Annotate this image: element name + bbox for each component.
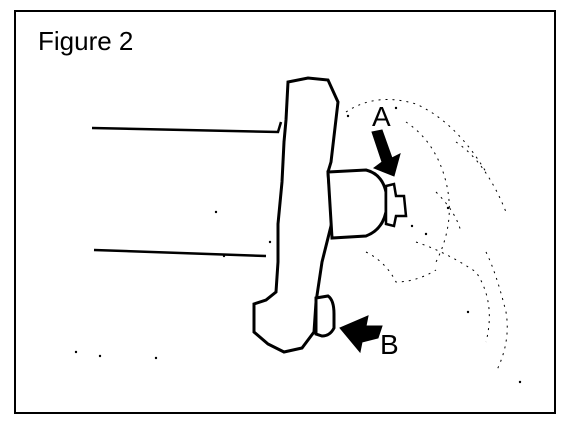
shaft-top-edge: [91, 121, 283, 134]
arrow-a: [371, 129, 401, 177]
faint-background-linework: [345, 99, 508, 373]
figure-title: Figure 2: [38, 26, 134, 56]
boss-a: [326, 168, 388, 240]
mechanical-diagram: A B: [74, 76, 522, 384]
callout-b-label: B: [380, 329, 399, 360]
callout-a-label: A: [372, 101, 391, 132]
arrow-b: [339, 315, 383, 354]
shaft-bottom-edge: [93, 248, 267, 258]
flange-housing: [252, 76, 340, 354]
bolt-a: [384, 182, 408, 228]
boss-b: [314, 294, 336, 338]
figure-frame: Figure 2 A B: [14, 10, 556, 414]
faint-specks: [74, 106, 522, 384]
